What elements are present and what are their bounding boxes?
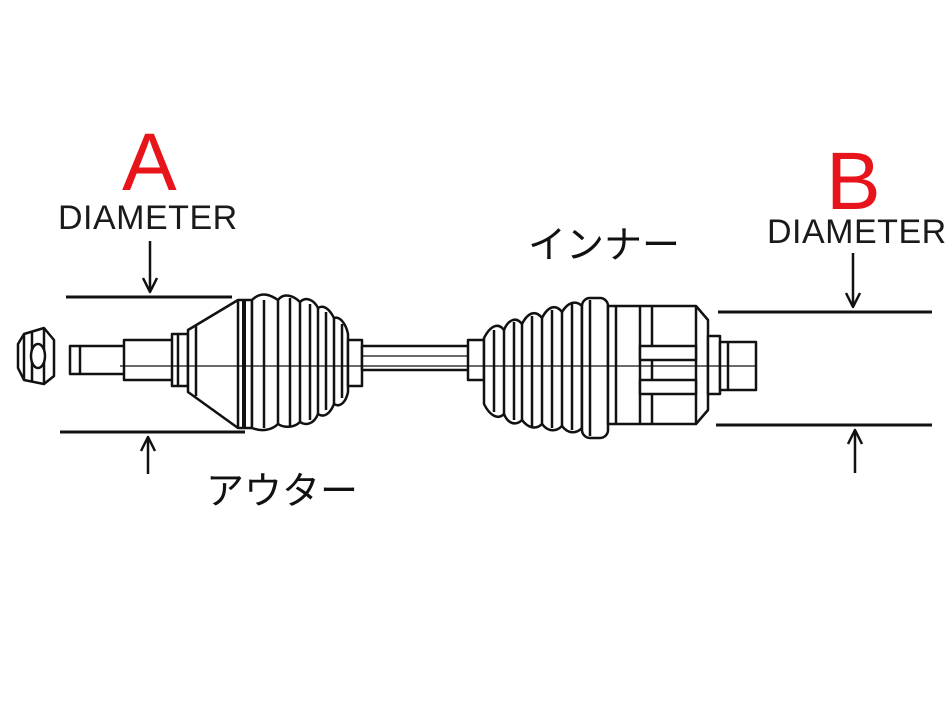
outer-cv-housing: [186, 298, 254, 430]
outer-boot: [250, 293, 364, 432]
label-inner: インナー: [528, 223, 681, 267]
label-a: A: [122, 117, 177, 208]
label-a-diameter: DIAMETER: [58, 199, 238, 237]
inner-boot: [466, 301, 584, 434]
a-bottom-arrow: [139, 435, 157, 474]
inner-cv-housing: [580, 296, 758, 440]
label-b: B: [826, 136, 881, 227]
label-outer: アウター: [206, 469, 359, 513]
b-top-arrow: [844, 253, 862, 309]
a-top-arrow: [141, 241, 159, 294]
label-b-diameter: DIAMETER: [767, 213, 947, 251]
outer-stub-shaft: [68, 332, 190, 388]
axle-nut: [16, 326, 56, 386]
b-bottom-arrow: [846, 428, 864, 473]
